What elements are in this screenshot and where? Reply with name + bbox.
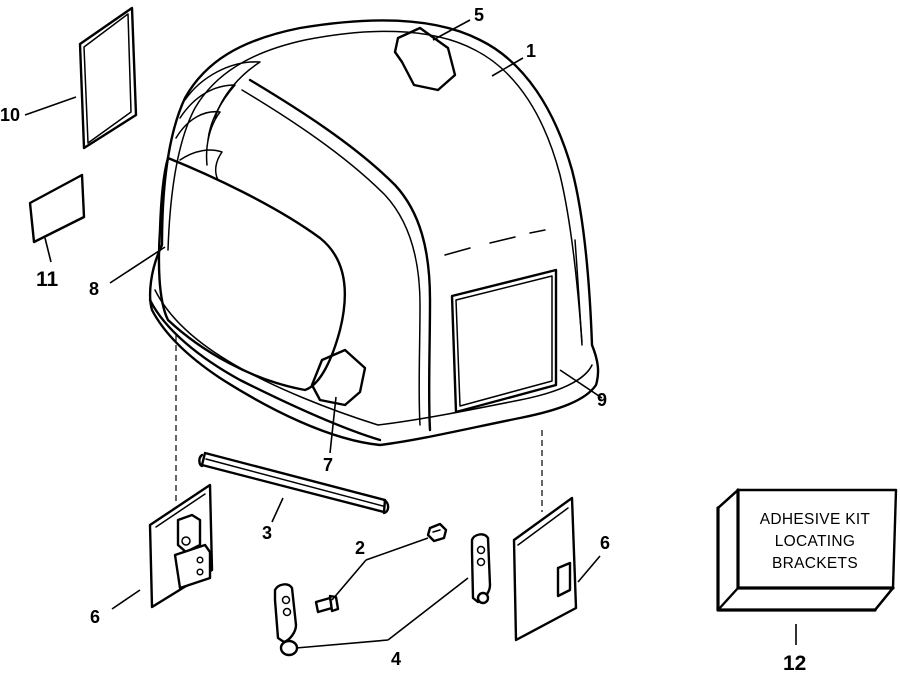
callout-7: 7 [323,455,333,475]
decal-part-11 [28,173,86,244]
textured-pad-front [310,348,367,407]
callout-11: 11 [36,268,59,291]
kit-box [716,488,898,612]
bracket-left [148,483,214,609]
bolt-upper [426,522,448,543]
callout-5: 5 [474,5,484,25]
kit-label-line-2: LOCATING [775,533,855,550]
kit-box-label: ADHESIVE KIT LOCATING BRACKETS [760,511,871,572]
motor-cover [148,19,600,447]
alignment-lines [175,335,543,512]
callout-6-left: 6 [90,607,100,627]
bracket-right [512,496,578,642]
callout-10: 10 [0,105,20,125]
bolt-lower [314,594,340,614]
kit-label-line-1: ADHESIVE KIT [760,511,871,528]
kit-label-line-3: BRACKETS [772,555,858,572]
leader-lines [24,19,797,649]
callout-3: 3 [262,523,272,543]
callout-labels: 1 5 10 11 8 9 7 3 2 4 6 6 12 [0,5,806,675]
link-left [273,583,299,657]
textured-pad-top [393,26,457,92]
callout-9: 9 [597,390,607,410]
callout-8: 8 [89,279,99,299]
link-right [470,533,492,605]
decal-part-10 [78,6,138,150]
seal-strip [198,451,390,515]
callout-12: 12 [783,652,806,675]
callout-2: 2 [355,538,365,558]
callout-4: 4 [391,649,401,669]
callout-6-right: 6 [600,533,610,553]
callout-1: 1 [526,41,536,61]
